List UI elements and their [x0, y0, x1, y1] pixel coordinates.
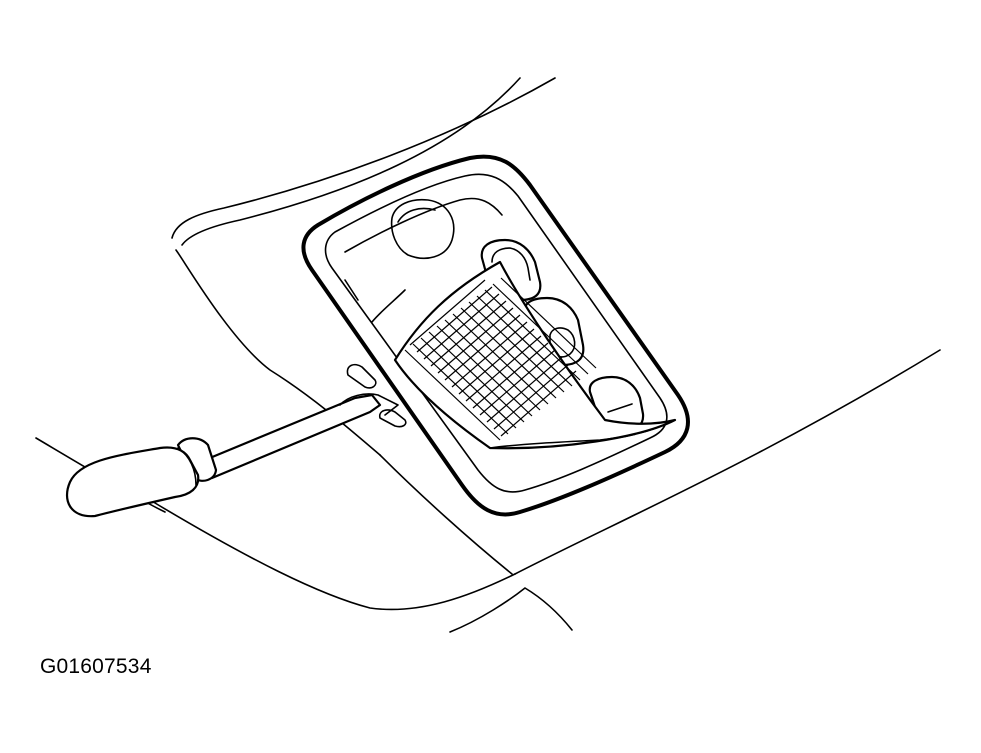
cloth-grid-line	[451, 321, 528, 388]
cloth-grid-line	[416, 286, 493, 353]
cloth-grid-line	[444, 314, 521, 381]
protective-cloth	[393, 260, 677, 450]
cloth-grid-line	[465, 335, 542, 402]
figure-id-label: G01607534	[40, 655, 152, 678]
cloth-grid-line	[479, 349, 556, 416]
cloth-grid-line	[493, 363, 570, 430]
headliner-outline	[35, 77, 941, 633]
map-lamp-housing	[301, 154, 690, 517]
cloth-grid-line	[486, 356, 563, 423]
cloth-grid-line	[500, 277, 597, 369]
cloth-grid-line	[437, 307, 514, 374]
cloth-grid-line	[458, 328, 535, 395]
cloth-grid-line	[460, 307, 557, 399]
screwdriver-ferrule	[176, 437, 218, 482]
screwdriver-shaft	[203, 393, 382, 480]
screwdriver	[65, 393, 399, 518]
cloth-grid-line	[430, 300, 507, 367]
cloth-grid-line	[468, 301, 565, 393]
cloth-grid-line	[412, 343, 509, 435]
cloth-grid-line	[476, 295, 573, 387]
cloth-grid-pattern	[404, 277, 597, 441]
cloth-grid-line	[452, 313, 549, 405]
cloth-grid-line	[428, 331, 525, 423]
cloth-grid-line	[436, 325, 533, 417]
cloth-grid-line	[404, 349, 501, 441]
cloth-grid-line	[423, 293, 500, 360]
cloth-grid-line	[420, 337, 517, 429]
housing-clips	[346, 363, 407, 428]
cloth-grid-line	[472, 342, 549, 409]
cloth-grid-line	[492, 283, 589, 375]
cloth-grid-line	[500, 370, 577, 437]
cloth-grid-line	[409, 279, 486, 346]
lamp-lens	[390, 198, 455, 259]
screwdriver-handle	[65, 446, 200, 518]
